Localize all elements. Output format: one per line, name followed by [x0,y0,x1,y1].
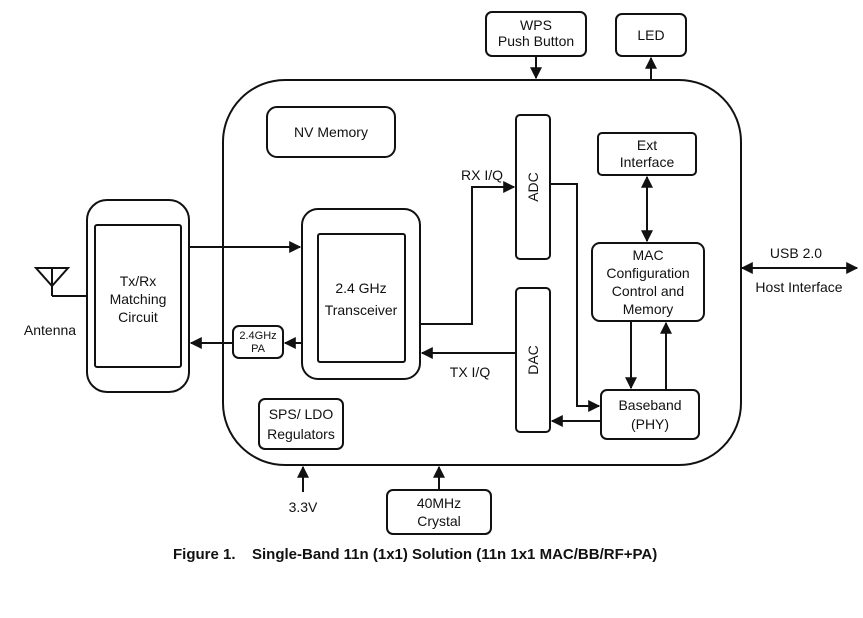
usb-label: USB 2.0 [770,245,822,261]
caption-number: Figure 1. [173,546,236,563]
dac-label: DAC [525,345,541,375]
pa-label-line1: 2.4GHz [239,330,276,342]
antenna-label: Antenna [24,322,76,338]
txrx-label-line2: Matching [110,291,167,307]
sps-label-line1: SPS/ LDO [269,406,334,422]
txrx-label-line1: Tx/Rx [120,273,157,289]
adc-to-baseband-arrow [550,183,601,412]
crystal-label-line1: 40MHz [417,495,461,511]
adc-label: ADC [525,172,541,202]
antenna-icon [33,267,87,297]
crystal-label-line2: Crystal [417,513,461,529]
transceiver-label-line1: 2.4 GHz [335,280,386,296]
wps-label-line2: Push Button [498,33,574,49]
sps-label-line2: Regulators [267,426,335,442]
txrx-inner-box [94,224,182,368]
mac-box [591,242,705,322]
nv-memory-box [266,106,396,158]
tx-iq-label: TX I/Q [450,364,491,380]
ext-interface-box [597,132,697,176]
led-box [615,13,687,57]
host-interface-label: Host Interface [755,279,842,295]
adc-box [515,114,551,260]
rx-iq-label: RX I/Q [461,167,503,183]
led-label: LED [637,27,664,43]
transceiver-inner-box [317,233,406,363]
baseband-label-line1: Baseband [618,397,681,413]
nv-memory-label: NV Memory [294,124,368,140]
dac-box [515,287,551,433]
rx-iq-arrow [420,181,516,325]
transceiver-label-line2: Transceiver [325,302,398,318]
ext-label-line2: Interface [620,154,675,170]
ext-label-line1: Ext [637,137,657,153]
txrx-label-line3: Circuit [118,309,158,325]
baseband-box [600,389,700,440]
pa-label-line2: PA [251,343,266,355]
mac-label-line2: Configuration [606,265,689,281]
mac-label-line3: Control and [612,283,684,299]
wps-label-line1: WPS [520,17,552,33]
mac-label-line4: Memory [623,301,674,317]
caption-title: Single-Band 11n (1x1) Solution (11n 1x1 … [252,546,657,563]
sps-ldo-box [258,398,344,450]
mac-label-line1: MAC [632,247,663,263]
baseband-label-line2: (PHY) [631,416,669,432]
power-label: 3.3V [289,499,318,515]
